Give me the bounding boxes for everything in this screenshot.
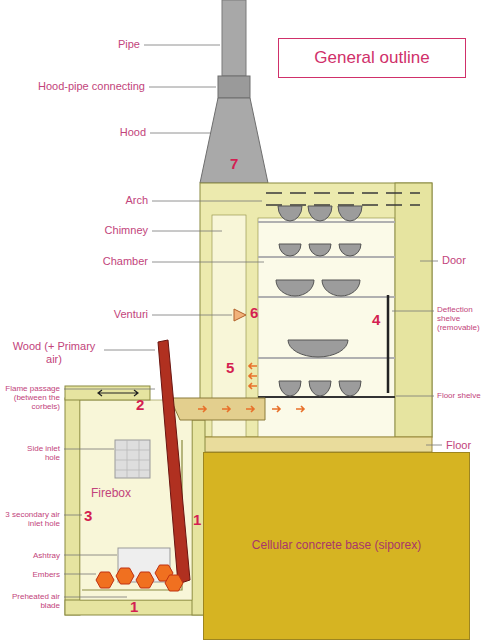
callout-number: 2 — [136, 397, 144, 412]
leader-line — [144, 45, 220, 46]
leader-line — [150, 133, 210, 134]
shelf — [258, 296, 395, 298]
leader-line — [149, 87, 216, 88]
part-label: Pipe — [118, 38, 140, 51]
part-label: 3 secondary air inlet hole — [2, 510, 60, 528]
slide-arrow — [98, 390, 138, 396]
leader-line — [64, 555, 117, 556]
inlet-grid — [115, 440, 150, 478]
ember — [136, 572, 154, 588]
title-box: General outline — [278, 38, 466, 78]
bowl — [338, 206, 362, 221]
bowl — [339, 381, 361, 396]
bowl — [279, 381, 301, 396]
part-label: Preheated air blade — [8, 592, 60, 610]
wood-log — [158, 340, 190, 584]
part-label: Venturi — [114, 308, 148, 321]
concrete-base: Cellular concrete base (siporex) — [203, 452, 470, 640]
region-label-box: Firebox — [88, 484, 134, 502]
leader-line — [420, 261, 438, 262]
bowl — [278, 206, 302, 221]
side-inlet-hole — [115, 440, 150, 478]
bowl — [288, 340, 348, 357]
part-label: Hood-pipe connecting — [38, 80, 145, 93]
shelf — [258, 357, 395, 359]
air-blade — [82, 440, 182, 590]
callout-number: 7 — [230, 156, 238, 171]
leader-line — [64, 389, 155, 390]
firebox-wall — [65, 398, 80, 615]
flow-arrow — [249, 373, 257, 379]
leader-line — [64, 574, 96, 575]
ember — [96, 572, 114, 588]
leader-line — [152, 262, 264, 263]
pipe — [222, 0, 246, 76]
ember — [116, 568, 134, 584]
hood-pipe-connector — [218, 76, 250, 98]
firebox-floor — [65, 600, 205, 615]
part-label: Embers — [32, 570, 60, 579]
leader-line — [396, 396, 434, 397]
callout-number: 4 — [372, 312, 380, 327]
part-label: Chamber — [103, 255, 148, 268]
callout-number: 1 — [130, 599, 138, 614]
flow-arrow — [249, 383, 257, 389]
deflection-shelf — [387, 295, 390, 393]
leader-line — [64, 597, 127, 598]
shelf — [258, 221, 395, 223]
shelf — [258, 256, 395, 258]
venturi-symbol — [234, 309, 246, 321]
node-text: Firebox — [91, 486, 131, 500]
part-label: Door — [442, 254, 466, 267]
bowl — [322, 280, 360, 296]
callout-number: 5 — [226, 360, 234, 375]
bowl — [279, 244, 301, 256]
ember — [165, 575, 183, 591]
floor-shelf — [258, 396, 395, 398]
leader-line — [64, 449, 114, 450]
callout-number: 6 — [250, 305, 258, 320]
node-text: Cellular concrete base (siporex) — [252, 538, 421, 554]
callout-number: 1 — [193, 512, 201, 527]
part-label: Wood (+ Primary air) — [8, 340, 100, 365]
part-label: Floor — [446, 439, 471, 452]
part-label: Side inlet hole — [12, 444, 60, 462]
bowl — [339, 244, 361, 256]
callout-number: 3 — [84, 508, 92, 523]
part-label: Hood — [120, 126, 146, 139]
flow-arrow — [249, 363, 257, 369]
part-label: Arch — [125, 194, 148, 207]
floor — [200, 437, 432, 452]
part-label: Floor shelve — [437, 391, 481, 400]
arch-line — [266, 192, 420, 194]
part-label: Deflection shelve (removable) — [437, 305, 488, 333]
leader-line — [152, 201, 262, 202]
bowl — [309, 244, 331, 256]
chamber-interior — [258, 218, 395, 437]
door — [395, 183, 432, 437]
hood — [200, 98, 268, 183]
part-label: Chimney — [105, 224, 148, 237]
leader-line — [426, 445, 442, 446]
leader-line — [104, 350, 155, 351]
part-label: Ashtray — [33, 551, 60, 560]
bowl — [309, 381, 331, 396]
leader-line — [64, 515, 82, 516]
leader-line — [392, 311, 434, 312]
leader-line — [152, 315, 232, 316]
leader-line — [152, 231, 222, 232]
title-text: General outline — [314, 48, 429, 68]
bowl — [308, 206, 332, 221]
flame-arrows — [198, 406, 304, 412]
part-label: Flame passage (between the corbels) — [2, 384, 60, 412]
bowl — [276, 280, 314, 296]
